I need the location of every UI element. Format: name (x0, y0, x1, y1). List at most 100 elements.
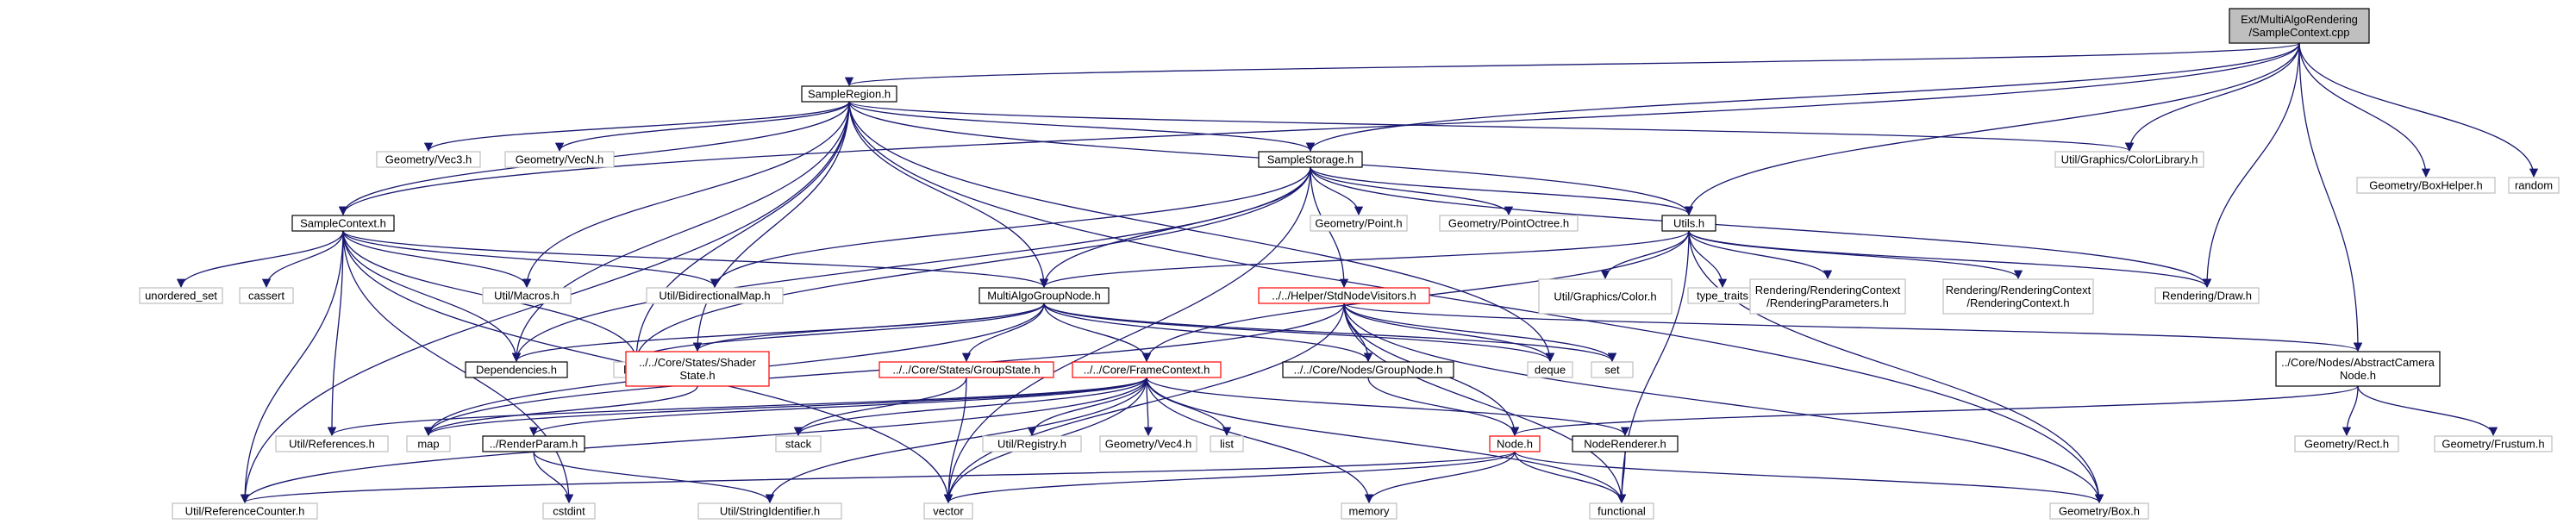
node-box (504, 151, 615, 168)
node-utils[interactable]: Utils.h (1661, 215, 1716, 232)
node-label: MultiAlgoGroupNode.h (987, 290, 1101, 303)
node-label: deque (1535, 364, 1566, 377)
edge-multi-algo-group-node-to-frame-context (1043, 303, 1152, 363)
node-label: ../../Core/States/GroupState.h (892, 364, 1040, 377)
node-box (1341, 502, 1397, 520)
edge-utils-to-util-color (1600, 230, 1690, 280)
node-node-renderer[interactable]: NodeRenderer.h (1572, 435, 1679, 452)
node-box (2054, 151, 2204, 168)
node-map: map (406, 435, 451, 452)
node-type-traits: type_traits (1687, 287, 1758, 304)
node-box (482, 435, 585, 452)
edge-std-node-visitors-to-deque (1343, 303, 1555, 363)
node-node[interactable]: Node.h (1489, 435, 1541, 452)
edge-frame-context-to-references (328, 377, 1147, 437)
node-sample-region[interactable]: SampleRegion.h (801, 85, 897, 103)
edge-root-to-abstract-camera (2298, 42, 2363, 352)
node-box (2294, 435, 2399, 452)
node-label: ../RenderParam.h (490, 438, 578, 451)
node-label: vector (933, 505, 964, 518)
node-box (1661, 215, 1716, 232)
edge-node-to-vector (944, 451, 1516, 504)
node-label: cstdint (553, 505, 585, 518)
node-box (139, 287, 223, 304)
node-label: Util/StringIdentifier.h (720, 505, 820, 518)
node-box (2229, 8, 2370, 44)
edge-root-to-draw (2202, 42, 2300, 289)
edge-sample-context-to-cassert (261, 230, 344, 289)
node-vec-n: Geometry/VecN.h (504, 151, 615, 168)
node-label: SampleRegion.h (808, 88, 891, 101)
node-box (923, 502, 973, 520)
node-dependencies[interactable]: Dependencies.h (465, 361, 568, 378)
node-box (1210, 435, 1244, 452)
edge-multi-algo-group-node-to-set (1043, 303, 1617, 363)
edge-node-to-geometry-box (1514, 451, 2104, 504)
edge-root-to-utils (1684, 42, 2300, 216)
edge-abstract-camera-to-rect (2342, 385, 2359, 437)
node-label: Util/References.h (289, 438, 375, 451)
node-sample-context[interactable]: SampleContext.h (291, 215, 395, 232)
node-box (2356, 177, 2496, 194)
node-label: cassert (248, 290, 284, 303)
node-label: random (2515, 179, 2553, 192)
node-box (646, 287, 784, 304)
node-label: ../../Core/Nodes/GroupNode.h (1294, 364, 1443, 377)
node-label: Node.h (2340, 369, 2376, 382)
edge-std-node-visitors-to-abstract-camera (1343, 303, 2362, 352)
node-label: Geometry/BoxHelper.h (2369, 179, 2483, 192)
edge-root-to-sample-context (339, 42, 2300, 216)
node-label: State.h (679, 369, 715, 382)
edge-sample-storage-to-dependencies (511, 166, 1311, 363)
node-box (625, 351, 770, 387)
edge-group-state-to-stack (793, 377, 967, 437)
edge-sample-storage-to-bidirectional-map (710, 166, 1311, 289)
node-group-node[interactable]: ../../Core/Nodes/GroupNode.h (1282, 361, 1454, 378)
edge-root-to-sample-region (845, 42, 2300, 87)
node-color-library: Util/Graphics/ColorLibrary.h (2054, 151, 2204, 168)
edges-layer (176, 42, 2539, 504)
node-label: map (417, 438, 439, 451)
node-group-state[interactable]: ../../Core/States/GroupState.h (878, 361, 1054, 378)
node-stack: stack (775, 435, 822, 452)
node-label: Geometry/Box.h (2059, 505, 2140, 518)
node-label: Utils.h (1673, 217, 1704, 230)
node-box (1591, 361, 1634, 378)
edge-frame-context-to-reference-counter (240, 377, 1147, 504)
node-box (465, 361, 568, 378)
node-label: /SampleContext.cpp (2248, 26, 2349, 39)
node-deque: deque (1527, 361, 1573, 378)
node-root[interactable]: Ext/MultiAlgoRendering/SampleContext.cpp (2229, 8, 2370, 44)
node-box (775, 435, 822, 452)
edge-sample-region-to-shader-state (692, 101, 850, 352)
edge-utils-to-multi-algo-group-node (1040, 230, 1690, 289)
node-point: Geometry/Point.h (1310, 215, 1408, 232)
edge-sample-context-to-bidirectional-map (342, 230, 720, 289)
node-frame-context[interactable]: ../../Core/FrameContext.h (1072, 361, 1222, 378)
edge-sample-storage-to-vector (943, 166, 1311, 504)
edge-sample-region-to-deque (848, 101, 1555, 363)
edge-frame-context-to-functional (1146, 377, 1627, 504)
edge-node-to-reference-counter (241, 451, 1516, 504)
node-std-node-visitors[interactable]: ../../Helper/StdNodeVisitors.h (1258, 287, 1430, 304)
edge-sample-region-to-multi-algo-group-node (848, 101, 1049, 289)
edge-sample-storage-to-multi-algo-group-node (1039, 166, 1311, 289)
edge-utils-to-rendering-parameters (1688, 230, 1833, 280)
node-label: SampleContext.h (300, 217, 386, 230)
node-multi-algo-group-node[interactable]: MultiAlgoGroupNode.h (979, 287, 1110, 304)
node-label: type_traits (1697, 290, 1748, 303)
node-box-helper: Geometry/BoxHelper.h (2356, 177, 2496, 194)
node-cassert: cassert (239, 287, 294, 304)
edge-frame-context-to-vec4 (1143, 377, 1154, 437)
edge-group-node-to-node (1367, 377, 1520, 437)
node-sample-storage[interactable]: SampleStorage.h (1258, 151, 1363, 168)
node-label: list (1220, 438, 1234, 451)
edge-root-to-color-library (2124, 42, 2300, 153)
node-render-param[interactable]: ../RenderParam.h (482, 435, 585, 452)
edge-sample-storage-to-utils (1310, 166, 1694, 216)
edge-sample-context-to-multi-algo-group-node (342, 230, 1048, 289)
node-box (291, 215, 395, 232)
node-box (482, 287, 572, 304)
